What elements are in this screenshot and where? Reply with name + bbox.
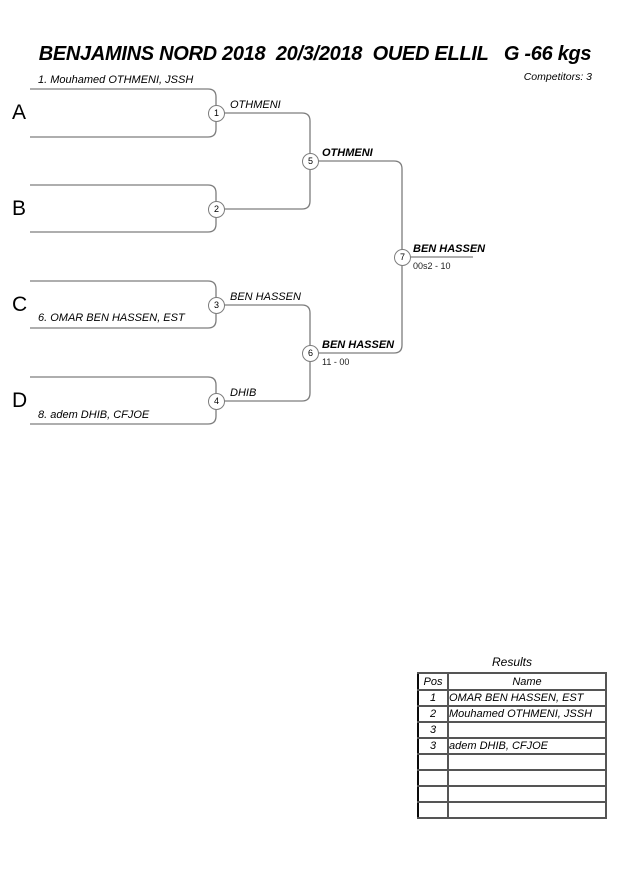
bracket-section-b-line: [30, 184, 217, 233]
result-name: [447, 753, 607, 771]
seed-name-a: 1. Mouhamed OTHMENI, JSSH: [38, 74, 194, 86]
table-row: 1 OMAR BEN HASSEN, EST: [417, 689, 607, 707]
table-row: [417, 801, 607, 819]
result-name: Mouhamed OTHMENI, JSSH: [447, 705, 607, 723]
result-name: OMAR BEN HASSEN, EST: [447, 689, 607, 707]
table-row: [417, 753, 607, 771]
seed-name-d: 8. adem DHIB, CFJOE: [38, 409, 150, 421]
match-1-winner: OTHMENI: [230, 99, 281, 111]
match-6-winner: BEN HASSEN: [322, 339, 395, 351]
pool-letter-c: C: [12, 293, 28, 316]
result-name: [447, 801, 607, 819]
competitors-count: Competitors: 3: [523, 71, 592, 83]
match-2-number: 2: [208, 201, 225, 218]
result-pos: [417, 769, 449, 787]
result-pos: [417, 801, 449, 819]
final-connector: [310, 160, 403, 354]
results-table: Pos Name 1 OMAR BEN HASSEN, EST 2 Mouham…: [417, 672, 607, 819]
results-col-name: Name: [447, 672, 607, 691]
result-name: [447, 785, 607, 803]
page-title: BENJAMINS NORD 2018 20/3/2018 OUED ELLIL…: [38, 43, 592, 65]
table-row: 2 Mouhamed OTHMENI, JSSH: [417, 705, 607, 723]
match-1-number: 1: [208, 105, 225, 122]
semifinal-top-connector: [216, 112, 311, 210]
match-7-score: 00s2 - 10: [413, 261, 451, 271]
result-pos: 3: [417, 737, 449, 755]
results-header-row: Pos Name: [417, 672, 607, 691]
match-7-number: 7: [394, 249, 411, 266]
result-name: adem DHIB, CFJOE: [447, 737, 607, 755]
results-col-pos: Pos: [417, 672, 449, 691]
match-3-winner: BEN HASSEN: [230, 291, 301, 303]
match-4-number: 4: [208, 393, 225, 410]
seed-name-c: 6. OMAR BEN HASSEN, EST: [38, 312, 185, 324]
table-row: 3: [417, 721, 607, 739]
match-5-number: 5: [302, 153, 319, 170]
table-row: [417, 769, 607, 787]
pool-letter-b: B: [12, 197, 27, 220]
match-7-winner: BEN HASSEN: [413, 243, 486, 255]
result-pos: [417, 785, 449, 803]
match-4-winner: DHIB: [230, 387, 257, 399]
results-title: Results: [491, 655, 532, 669]
result-pos: 3: [417, 721, 449, 739]
match-3-number: 3: [208, 297, 225, 314]
result-pos: 1: [417, 689, 449, 707]
result-pos: 2: [417, 705, 449, 723]
match-6-score: 11 - 00: [322, 357, 350, 367]
table-row: 3 adem DHIB, CFJOE: [417, 737, 607, 755]
result-pos: [417, 753, 449, 771]
pool-letter-d: D: [12, 389, 28, 412]
bracket-section-a-line: [30, 88, 217, 138]
match-6-number: 6: [302, 345, 319, 362]
result-name: [447, 769, 607, 787]
pool-letter-a: A: [12, 101, 27, 124]
match-5-winner: OTHMENI: [322, 147, 373, 159]
table-row: [417, 785, 607, 803]
result-name: [447, 721, 607, 739]
